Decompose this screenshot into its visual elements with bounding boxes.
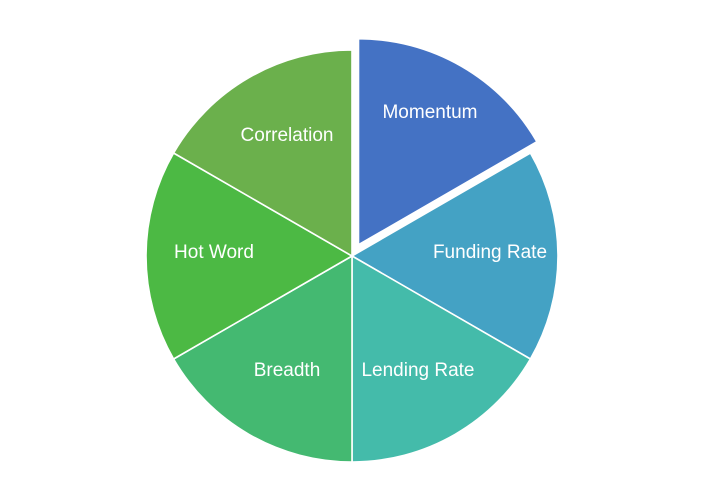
pie-slices-group bbox=[145, 37, 559, 463]
pie-slice-hot-word[interactable] bbox=[145, 152, 353, 360]
pie-slice-breadth[interactable] bbox=[172, 255, 353, 463]
pie-slice-lending-rate[interactable] bbox=[351, 255, 532, 463]
pie-slice-funding-rate[interactable] bbox=[351, 152, 559, 360]
pie-slice-correlation[interactable] bbox=[172, 49, 353, 257]
pie-slice-momentum[interactable] bbox=[357, 37, 538, 246]
